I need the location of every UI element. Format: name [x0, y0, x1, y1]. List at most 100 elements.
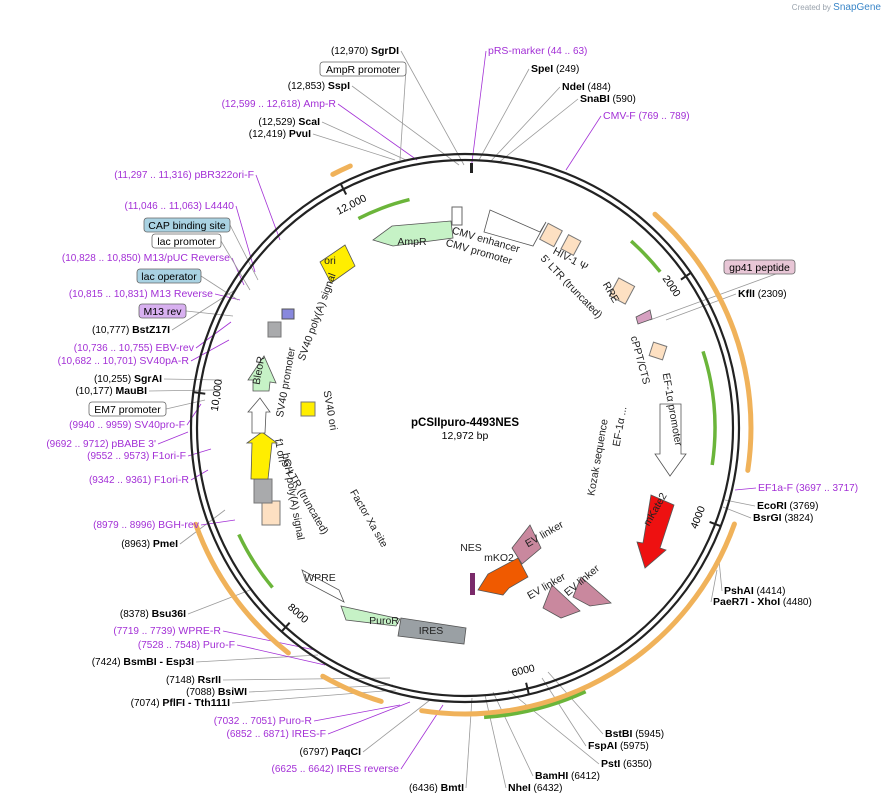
primer-label: EF1a-F (3697 .. 3717) — [758, 482, 858, 494]
lac-box — [281, 308, 295, 320]
feature-label: PuroR — [369, 615, 399, 627]
enzyme-leader — [665, 293, 737, 321]
boxed-label-frame — [143, 217, 231, 233]
boxed-label: M13 rev — [144, 306, 183, 318]
feature-arc — [483, 690, 587, 720]
sv40-ori-box — [300, 401, 316, 417]
enzyme-label: (10,255) SgrAI — [94, 373, 162, 385]
feature-glyphs — [245, 163, 687, 645]
enzyme-label: (6436) BmtI — [409, 782, 464, 794]
box-leader — [185, 310, 234, 317]
primer-label: (7528 .. 7548) Puro-F — [138, 639, 235, 651]
feature-label: Kozak sequence — [585, 418, 610, 497]
boxed-label-frame — [136, 268, 202, 284]
feature-label: SV40 promoter — [274, 346, 298, 418]
primer-leader — [157, 431, 189, 445]
feature-arc — [237, 533, 274, 589]
primer-label: (10,682 .. 10,701) SV40pA-R — [58, 355, 190, 367]
mkate2-arrow — [636, 494, 675, 569]
enzyme-leader — [507, 689, 600, 765]
cppt-box — [648, 341, 668, 361]
primer-label: (7719 .. 7739) WPRE-R — [113, 625, 221, 637]
feature-label: AmpR — [397, 236, 427, 248]
enzyme-label: (12,529) ScaI — [258, 116, 320, 128]
enzyme-label: PaeR7I - XhoI (4480) — [713, 596, 812, 608]
backbone-outer — [189, 152, 741, 704]
enzyme-label: PshAI (4414) — [724, 585, 785, 597]
nes-site — [470, 573, 475, 595]
boxed-label-frame — [138, 303, 187, 319]
feature-label: EF-1α ... — [611, 405, 630, 447]
primer-label: (11,046 .. 11,063) L4440 — [125, 200, 235, 212]
primer-leader — [190, 469, 209, 481]
enzyme-leader — [478, 68, 530, 161]
enzyme-label: (12,970) SgrDI — [331, 45, 399, 57]
enzyme-label: (7424) BsmBI - Esp3I — [92, 656, 194, 668]
enzyme-label: SpeI (249) — [531, 63, 579, 75]
gp41-peptide — [635, 309, 653, 325]
enzyme-label: (8963) PmeI — [121, 538, 178, 550]
feature-arc — [419, 521, 737, 717]
boxed-label-frame — [319, 61, 407, 77]
enzyme-leader — [148, 389, 216, 392]
feature-arc — [320, 673, 384, 704]
primer-leader — [327, 701, 411, 735]
primer-label: (7032 .. 7051) Puro-R — [214, 715, 313, 727]
enzyme-label: (12,419) PvuI — [249, 128, 311, 140]
boxed-label: AmpR promoter — [326, 64, 401, 76]
enzyme-label: NheI (6432) — [508, 782, 562, 794]
primer-leader — [313, 704, 401, 722]
f1ori-box — [253, 478, 273, 504]
label-leaders — [148, 50, 796, 789]
wpre-box — [301, 569, 345, 603]
primer-leader — [235, 205, 256, 273]
feature-label: f1 ori — [272, 438, 288, 463]
backbone-inner — [195, 158, 735, 698]
ampr-promoter-box — [451, 206, 463, 226]
boxed-label: CAP binding site — [148, 220, 226, 232]
bgh-f1-arrow — [245, 431, 279, 480]
enzyme-leader — [321, 121, 407, 161]
primer-leader — [734, 487, 757, 491]
primer-label: (9342 .. 9361) F1ori-R — [89, 474, 189, 486]
credit-prefix: Created by — [791, 3, 831, 12]
ruler-tick — [709, 520, 722, 528]
ampr-arrow — [372, 220, 454, 247]
primer-label: (6625 .. 6642) IRES reverse — [272, 763, 400, 775]
feature-label: SV40 ori — [321, 390, 340, 432]
ruler-label: 4000 — [688, 504, 708, 530]
enzyme-leader — [362, 699, 431, 753]
feature-arc — [330, 163, 353, 177]
enzyme-label: BstBI (5945) — [605, 728, 664, 740]
ltr3-box — [261, 500, 281, 526]
ruler-label: 12,000 — [334, 192, 368, 217]
enzyme-label: (7074) PflFI - Tth111I — [131, 697, 230, 709]
boxed-label-frame — [88, 401, 167, 417]
box-leader — [220, 240, 251, 291]
ltr-box — [608, 277, 636, 305]
ruler-tick — [280, 621, 291, 633]
enzyme-label: (12,853) SspI — [288, 80, 350, 92]
boxed-label: lac promoter — [157, 236, 216, 248]
enzyme-leader — [195, 654, 319, 663]
box-leader — [229, 224, 259, 281]
primer-label: (12,599 .. 12,618) Amp-R — [222, 98, 337, 110]
enzyme-leader — [497, 98, 579, 164]
enzyme-label: (10,177) MauBI — [75, 385, 147, 397]
enzyme-label: (10,777) BstZ17I — [92, 324, 170, 336]
plasmid-length: 12,972 bp — [442, 430, 489, 442]
primer-leader — [470, 50, 487, 171]
primer-label: (6852 .. 6871) IRES-F — [227, 728, 326, 740]
enzyme-label: (7148) RsrII — [166, 674, 221, 686]
enzyme-leader — [547, 671, 604, 735]
primer-leader — [565, 115, 602, 171]
primer-label: (9692 .. 9712) pBABE 3' — [46, 438, 156, 450]
sgrdi-site — [470, 163, 473, 173]
feature-label: Factor Xa site — [347, 487, 390, 549]
feature-label: IRES — [419, 625, 444, 637]
enzyme-label: KflI (2309) — [738, 288, 787, 300]
rre-box — [560, 233, 582, 257]
ruler-label: 6000 — [511, 662, 537, 679]
ev-linker-2 — [542, 584, 581, 619]
enzyme-label: FspAI (5975) — [588, 740, 649, 752]
